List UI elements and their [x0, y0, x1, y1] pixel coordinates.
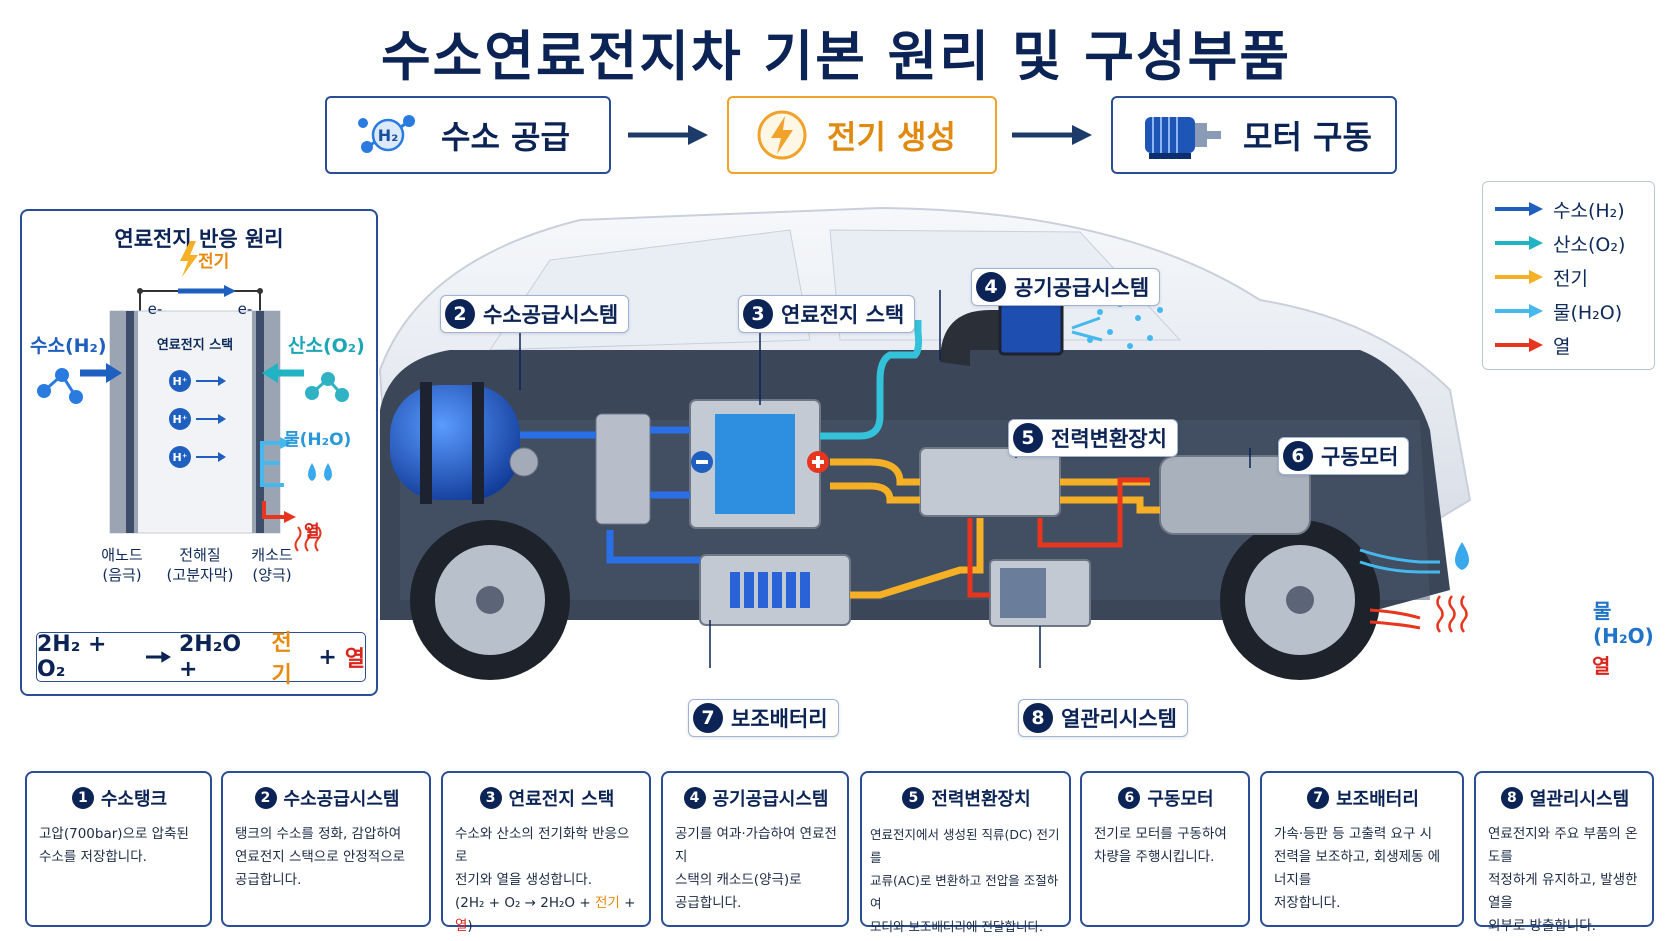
page-title: 수소연료전지차 기본 원리 및 구성부품 — [380, 25, 1292, 88]
lightning-icon — [180, 241, 198, 277]
reaction-electricity-label: 전기 — [198, 252, 230, 272]
legend-item-heat: 열 — [1493, 328, 1654, 362]
motor-icon — [1145, 117, 1221, 159]
legend-arrow-icon — [1495, 304, 1543, 318]
flow-hydrogen-supply: H₂ 수소 공급 — [325, 96, 611, 174]
legend-label: 수소(H₂) — [1553, 199, 1625, 222]
fuel-cell-diagram — [37, 241, 349, 552]
lightning-icon — [757, 110, 807, 160]
water-output-label: 물(H₂O) — [1593, 599, 1654, 648]
legend-arrow-icon — [1495, 202, 1543, 216]
flow-electricity-generation: 전기 생성 — [727, 96, 997, 174]
proton-label: H⁺ — [172, 375, 188, 388]
arrow-right-icon — [628, 125, 708, 145]
svg-text:H₂: H₂ — [378, 126, 398, 145]
legend: 수소(H₂) 산소(O₂) 전기 물(H₂O) 열 — [1482, 181, 1655, 370]
flow-motor-drive: 모터 구동 — [1111, 96, 1397, 174]
electron-label: e- — [147, 300, 163, 318]
legend-item-oxygen: 산소(O₂) — [1493, 226, 1654, 260]
legend-label: 산소(O₂) — [1553, 233, 1626, 256]
reaction-equation: 2H₂ + O₂ 2H₂O + 전기 + 열 — [36, 631, 366, 688]
legend-item-electricity: 전기 — [1493, 260, 1654, 294]
cathode-label: 캐소드(양극) — [251, 546, 293, 584]
legend-label: 전기 — [1553, 267, 1588, 290]
heat-label: 열 — [304, 522, 320, 542]
legend-arrow-icon — [1495, 236, 1543, 250]
arrow-right-icon — [146, 651, 171, 663]
legend-label: 물(H₂O) — [1553, 301, 1623, 324]
anode-label: 애노드(음극) — [101, 546, 143, 584]
proton-label: H⁺ — [172, 451, 188, 464]
heat-output-label: 열 — [1592, 654, 1611, 678]
car-cutaway-illustration — [378, 206, 1472, 680]
reaction-title: 연료전지 반응 원리 — [114, 227, 284, 251]
flow-label-motor: 모터 구동 — [1243, 118, 1372, 156]
reaction-panel: 연료전지 반응 원리 — [20, 209, 378, 696]
legend-item-water: 물(H₂O) — [1493, 294, 1654, 328]
h2-molecule-icon: H₂ — [358, 115, 415, 153]
oxygen-label: 산소(O₂) — [288, 335, 365, 357]
electron-label: e- — [237, 300, 253, 318]
legend-item-hydrogen: 수소(H₂) — [1493, 192, 1654, 226]
hydrogen-label: 수소(H₂) — [30, 335, 107, 357]
electrolyte-label: 전해질(고분자막) — [166, 546, 234, 584]
legend-label: 열 — [1553, 335, 1571, 358]
flow-label-hydrogen: 수소 공급 — [441, 118, 570, 156]
legend-arrow-icon — [1495, 270, 1543, 284]
water-label: 물(H₂O) — [284, 430, 352, 450]
arrow-right-icon — [1012, 125, 1092, 145]
legend-arrow-icon — [1495, 338, 1543, 352]
stack-label: 연료전지 스택 — [156, 338, 234, 353]
flow-label-electricity: 전기 생성 — [827, 118, 956, 156]
proton-label: H⁺ — [172, 413, 188, 426]
